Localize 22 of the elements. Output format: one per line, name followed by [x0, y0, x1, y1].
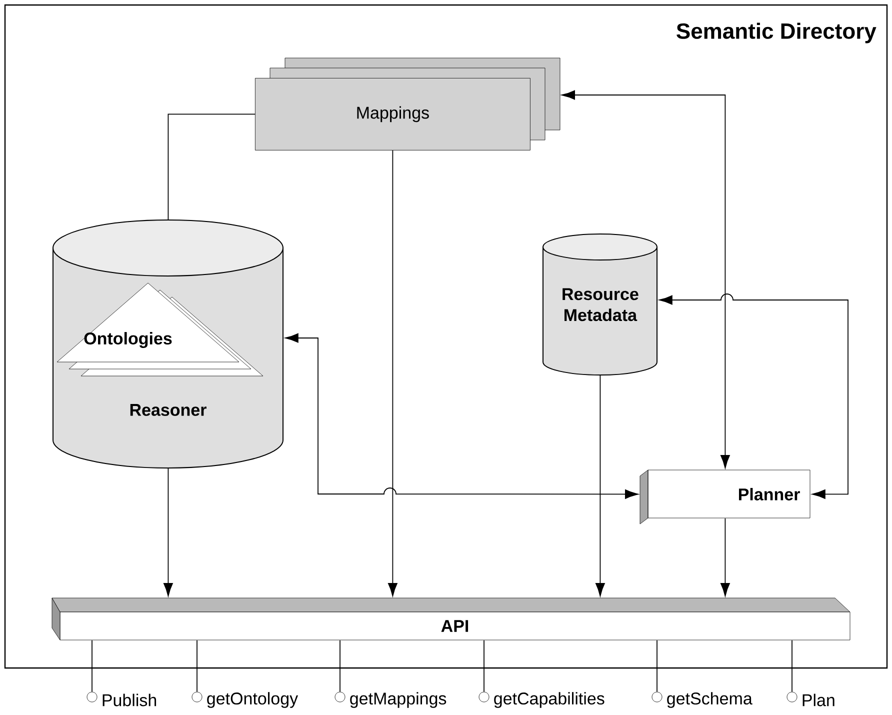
connector-line	[168, 114, 256, 220]
arrow	[659, 294, 848, 499]
database-cylinder: Resource Metadata	[542, 234, 658, 376]
port-label: getCapabilities	[494, 692, 604, 708]
connector-line	[196, 640, 198, 692]
arrow	[164, 468, 173, 596]
process-box: Planner	[640, 470, 810, 524]
port-label: getSchema	[667, 692, 752, 708]
port-label: getMappings	[350, 692, 446, 708]
connector-line	[656, 640, 658, 692]
port-label: Plan	[802, 694, 834, 706]
port-label: Publish	[102, 694, 156, 706]
arrow	[285, 333, 638, 499]
arrow	[562, 90, 730, 468]
stacked-sheets: Mappings	[255, 58, 560, 150]
port-label: getOntology	[207, 692, 298, 708]
stacked-triangles: Ontologies	[56, 282, 264, 376]
api-bar: API	[52, 598, 850, 640]
diagram-title: Semantic Directory	[676, 22, 876, 44]
arrow	[388, 150, 398, 596]
arrow	[720, 518, 730, 596]
arrow	[596, 374, 605, 596]
